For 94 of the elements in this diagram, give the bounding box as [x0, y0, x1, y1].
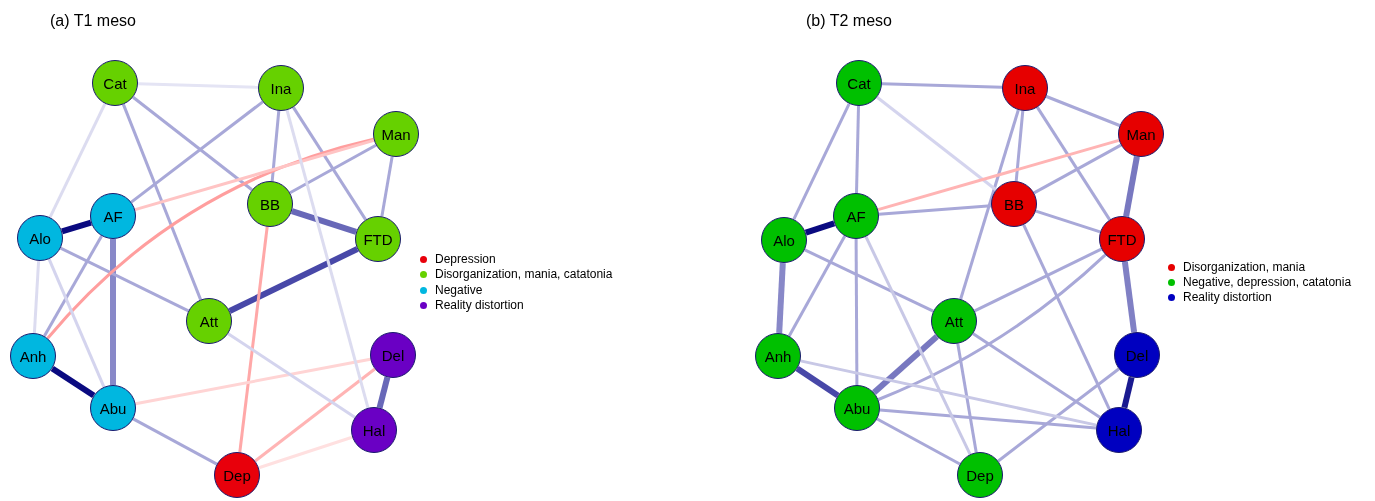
- network-edge: [254, 367, 376, 463]
- network-edge: [1036, 106, 1111, 221]
- network-edge: [376, 376, 391, 409]
- network-edge: [130, 100, 264, 204]
- network-node: Anh: [755, 333, 801, 379]
- network-edge: [238, 226, 269, 453]
- network-edge: [132, 417, 218, 466]
- network-edge: [135, 357, 371, 406]
- network-edge: [47, 258, 106, 388]
- network-node: Man: [373, 111, 419, 157]
- network-edge: [804, 220, 836, 236]
- network-edge: [776, 262, 786, 334]
- network-edge: [787, 235, 847, 337]
- network-edge: [258, 435, 353, 470]
- legend-label: Negative: [435, 283, 483, 297]
- network-edge: [61, 219, 92, 235]
- network-edge: [804, 248, 934, 313]
- network-edge: [270, 110, 281, 182]
- network-edge: [1123, 156, 1140, 217]
- network-node: Hal: [1096, 407, 1142, 453]
- network-edge: [872, 334, 939, 395]
- network-edge: [59, 246, 190, 313]
- network-node: FTD: [355, 216, 401, 262]
- network-edge: [290, 208, 358, 235]
- legend-label: Disorganization, mania, catatonia: [435, 267, 613, 281]
- network-edge: [1121, 261, 1138, 333]
- network-edge: [48, 103, 107, 218]
- network-edge: [800, 359, 1097, 427]
- network-edge: [227, 332, 356, 419]
- network-edge: [876, 96, 997, 191]
- legend-label: Disorganization, mania: [1183, 260, 1306, 274]
- network-node: Abu: [90, 385, 136, 431]
- network-edge: [1033, 143, 1122, 195]
- network-edge: [46, 137, 374, 340]
- legend-label: Negative, depression, catatonia: [1183, 275, 1352, 289]
- network-node: BB: [247, 181, 293, 227]
- network-edge: [997, 367, 1120, 463]
- network-node: Del: [1114, 332, 1160, 378]
- network-edge: [134, 138, 375, 212]
- network-node: Ina: [1002, 65, 1048, 111]
- network-node: Del: [370, 332, 416, 378]
- network-edge: [876, 417, 961, 466]
- network-edge: [137, 82, 259, 89]
- network-node: Alo: [17, 215, 63, 261]
- network-edge: [380, 156, 394, 217]
- network-edge: [879, 408, 1097, 430]
- network-edge: [855, 105, 860, 194]
- network-edge: [1045, 95, 1121, 127]
- panel-title: (a) T1 meso: [50, 12, 136, 30]
- network-node: Att: [186, 298, 232, 344]
- network-node: AF: [90, 193, 136, 239]
- network-edge: [32, 260, 41, 334]
- network-edge: [877, 253, 1107, 401]
- network-edge: [881, 82, 1003, 89]
- network-edge: [43, 235, 103, 337]
- network-edge: [972, 332, 1101, 419]
- network-node: Alo: [761, 217, 807, 263]
- legend-label: Depression: [435, 252, 496, 266]
- network-edge: [877, 138, 1120, 212]
- network-edge: [110, 239, 116, 385]
- network-node: Dep: [957, 452, 1003, 498]
- network-edge: [792, 103, 851, 220]
- network-edge: [285, 109, 370, 409]
- network-edge: [1121, 376, 1135, 409]
- panel-title: (b) T2 meso: [806, 12, 892, 30]
- network-edge: [854, 239, 859, 385]
- network-edge: [132, 96, 253, 191]
- network-edge: [228, 246, 359, 314]
- network-edge: [289, 143, 377, 195]
- network-edge: [959, 109, 1020, 300]
- network-node: Anh: [10, 333, 56, 379]
- network-edge: [292, 106, 367, 221]
- network-node: AF: [833, 193, 879, 239]
- network-node: Dep: [214, 452, 260, 498]
- network-node: Cat: [92, 60, 138, 106]
- network-node: Hal: [351, 407, 397, 453]
- network-edge: [1022, 224, 1111, 410]
- network-node: Att: [931, 298, 977, 344]
- network-edge: [1014, 110, 1025, 182]
- network-node: Man: [1118, 111, 1164, 157]
- network-node: Abu: [834, 385, 880, 431]
- network-node: FTD: [1099, 216, 1145, 262]
- network-node: Ina: [258, 65, 304, 111]
- network-edge: [864, 236, 972, 455]
- network-edge: [122, 103, 202, 301]
- network-node: BB: [991, 181, 1037, 227]
- legend-label: Reality distortion: [1183, 290, 1272, 304]
- network-edge: [956, 343, 978, 453]
- network-edge: [974, 247, 1102, 313]
- network-edge: [1035, 209, 1101, 234]
- legend-label: Reality distortion: [435, 298, 524, 312]
- network-node: Cat: [836, 60, 882, 106]
- network-edge: [50, 366, 96, 398]
- network-edge: [795, 366, 840, 398]
